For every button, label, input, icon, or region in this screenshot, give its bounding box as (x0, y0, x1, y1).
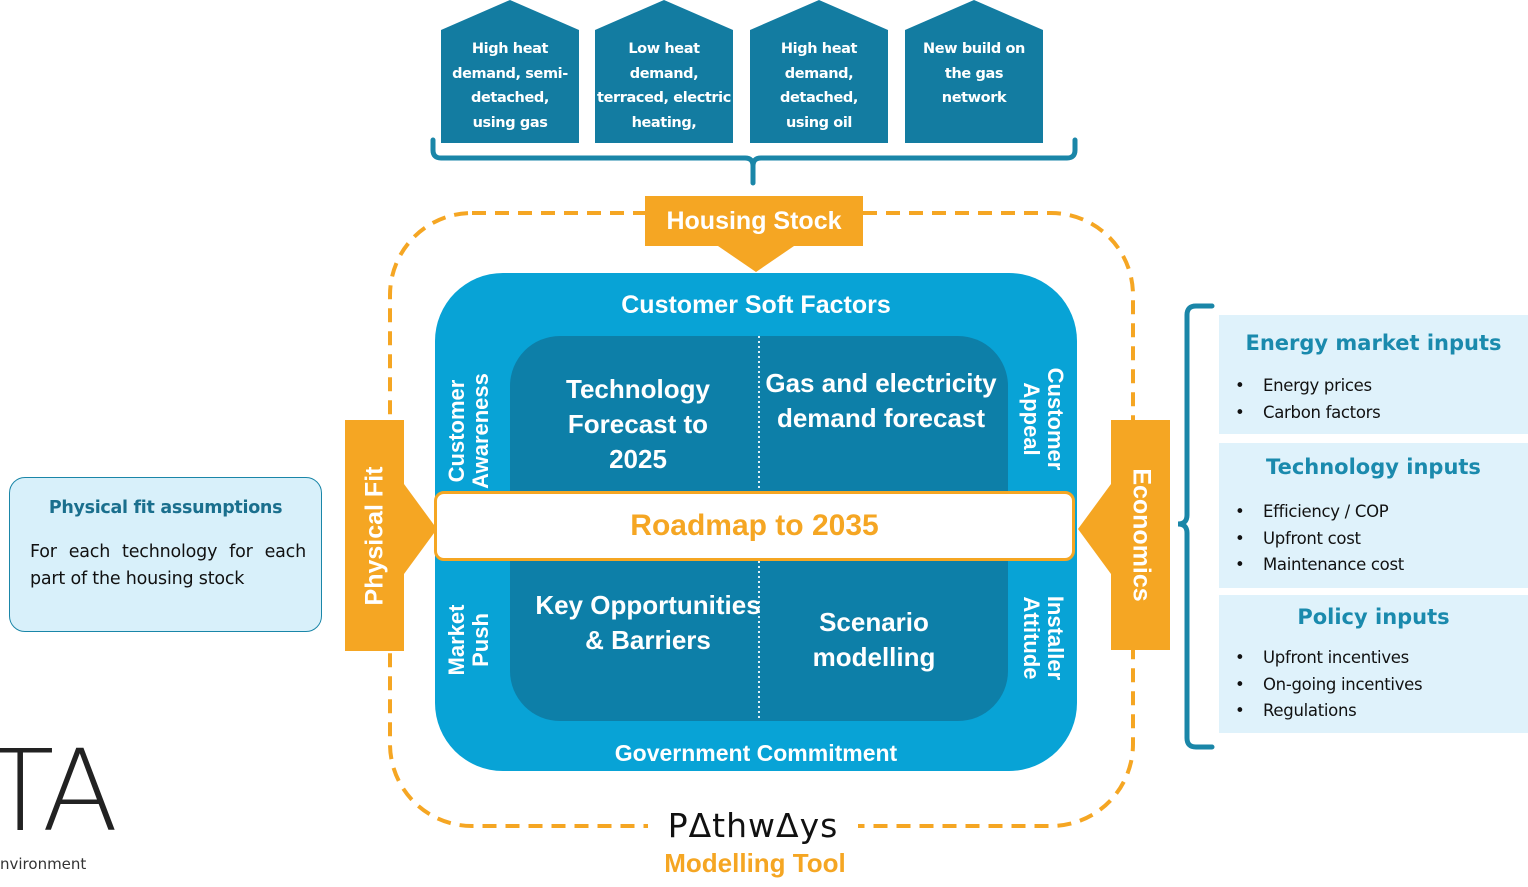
economics-arrow (1078, 484, 1111, 574)
housing-stock-arrow (718, 246, 794, 272)
installer-attitude-text: Installer Attitude (1019, 595, 1068, 681)
house-label: High heat demand, semi- detached, using … (441, 37, 579, 135)
house-label-line: terraced, electric (597, 90, 731, 106)
house-label-line: demand, semi- (452, 65, 568, 82)
house-label-line: using oil (786, 114, 852, 131)
physical-fit-assumptions-body: For each technology for each part of the… (30, 542, 306, 589)
physical-fit-assumptions-title: Physical fit assumptions (48, 498, 283, 518)
list-item: Upfront cost (1219, 526, 1528, 553)
customer-awareness-label: Customer Awareness (444, 371, 495, 491)
energy-market-inputs-panel: Energy market inputs Energy prices Carbo… (1219, 315, 1528, 434)
technology-inputs-title: Technology inputs (1266, 455, 1481, 479)
housing-bracket (430, 137, 1078, 186)
roadmap-bar: Roadmap to 2035 (434, 491, 1075, 561)
physical-fit-assumptions-box: Physical fit assumptions For each techno… (9, 477, 322, 632)
market-push-label: Market Push (444, 580, 495, 700)
economics-tab: Economics (1111, 420, 1170, 650)
house-type-4: New build on the gas network (905, 0, 1043, 143)
quadrant-technology-forecast: Technology Forecast to 2025 (566, 374, 710, 474)
house-label-line: High heat (471, 41, 549, 57)
list-item: Regulations (1219, 698, 1528, 725)
house-shape (905, 0, 1043, 143)
house-label-line: detached, (471, 90, 549, 106)
customer-soft-factors-label: Customer Soft Factors (621, 291, 891, 319)
house-shape (750, 0, 888, 143)
government-commitment-label: Government Commitment (614, 740, 898, 766)
technology-inputs-panel: Technology inputs Efficiency / COP Upfro… (1219, 443, 1528, 588)
house-type-2: Low heat demand, terraced, electric heat… (595, 0, 733, 143)
house-type-3: High heat demand, detached, using oil (750, 0, 888, 143)
list-item: Efficiency / COP (1219, 499, 1528, 526)
house-label-line: the gas (944, 65, 1004, 82)
house-label-line: heating, (631, 114, 697, 131)
house-label: New build on the gas network (905, 37, 1043, 111)
house-shape (441, 0, 579, 143)
energy-market-inputs-list: Energy prices Carbon factors (1219, 373, 1528, 426)
list-item: On-going incentives (1219, 672, 1528, 699)
house-label-line: using gas (472, 114, 548, 131)
inputs-bracket (1177, 303, 1215, 750)
house-label-line: detached, (780, 90, 858, 106)
energy-market-inputs-title: Energy market inputs (1245, 331, 1502, 355)
quadrant-demand-forecast: Gas and electricity demand forecast (765, 368, 997, 433)
physical-fit-arrow (404, 484, 437, 574)
house-label-line: New build on (923, 41, 1025, 57)
technology-inputs-list: Efficiency / COP Upfront cost Maintenanc… (1219, 499, 1528, 579)
policy-inputs-list: Upfront incentives On-going incentives R… (1219, 645, 1528, 725)
quadrant-opportunities-barriers: Key Opportunities & Barriers (535, 590, 761, 655)
house-label: Low heat demand, terraced, electric heat… (595, 37, 733, 135)
installer-attitude-label: Installer Attitude (1017, 578, 1068, 698)
quadrant-scenario-modelling: Scenario modelling (812, 607, 936, 672)
company-logo: TA (0, 727, 118, 857)
house-label-line: Low heat (628, 41, 700, 57)
company-logo-subtext: nvironment (0, 855, 87, 873)
list-item: Maintenance cost (1219, 552, 1528, 579)
house-label-line: network (941, 90, 1007, 106)
house-type-1: High heat demand, semi- detached, using … (441, 0, 579, 143)
housing-stock-label: Housing Stock (645, 196, 863, 246)
house-label: High heat demand, detached, using oil (750, 37, 888, 135)
list-item: Upfront incentives (1219, 645, 1528, 672)
policy-inputs-title: Policy inputs (1297, 605, 1450, 629)
customer-appeal-label: Customer Appeal (1017, 359, 1068, 479)
physical-fit-tab: Physical Fit (345, 420, 404, 651)
house-label-line: High heat (780, 41, 858, 57)
house-label-line: demand, (629, 65, 699, 82)
pathways-logo: PΔthwΔys (648, 801, 858, 851)
list-item: Energy prices (1219, 373, 1528, 400)
list-item: Carbon factors (1219, 400, 1528, 427)
physical-fit-label: Physical Fit (360, 466, 388, 605)
government-commitment-clip: Government Commitment (611, 737, 901, 769)
customer-awareness-text: Customer Awareness (444, 373, 493, 489)
modelling-tool-label: Modelling Tool (664, 848, 846, 878)
market-push-text: Market Push (444, 604, 493, 676)
economics-label: Economics (1127, 468, 1155, 602)
customer-appeal-text: Customer Appeal (1019, 367, 1068, 471)
pathways-logo-text: PΔthwΔys (667, 806, 839, 845)
policy-inputs-panel: Policy inputs Upfront incentives On-goin… (1219, 595, 1528, 733)
house-shape (595, 0, 733, 143)
house-label-line: demand, (784, 65, 854, 82)
